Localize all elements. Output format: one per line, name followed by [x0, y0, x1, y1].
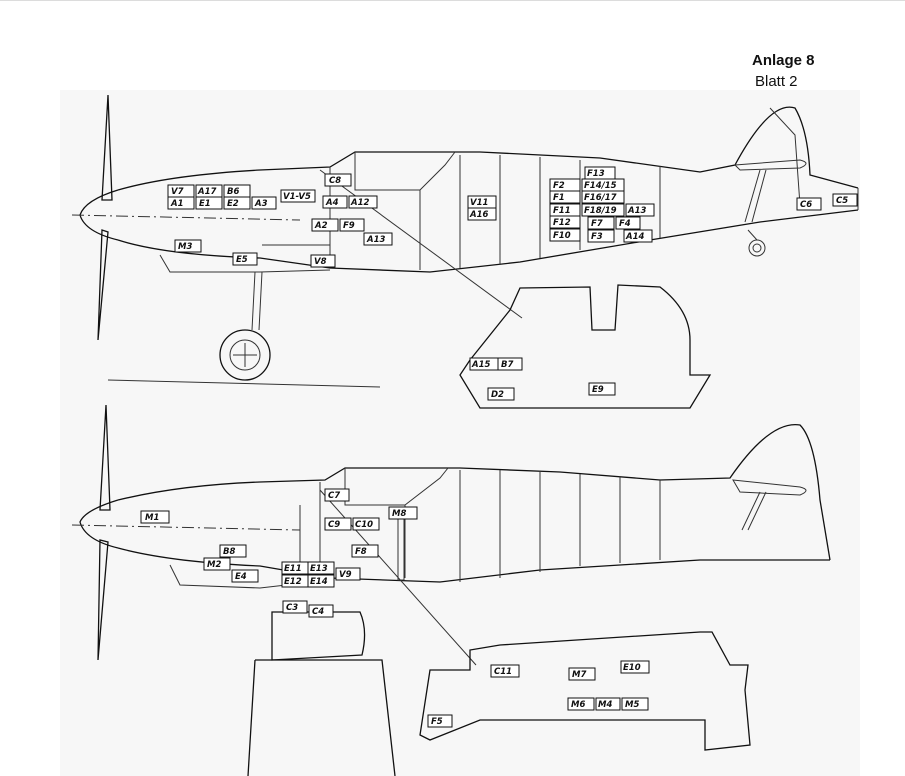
label-f18-19: F18/19	[584, 206, 617, 216]
label-v7: V7	[171, 187, 184, 197]
label-a3: A3	[254, 199, 268, 209]
label-f9: F9	[343, 221, 355, 231]
label-b7: B7	[501, 360, 513, 370]
label-m8: M8	[392, 509, 406, 519]
label-e4: E4	[235, 572, 247, 582]
label-f1: F1	[553, 193, 565, 203]
label-v1-v5: V1-V5	[283, 192, 311, 202]
label-a13-top: A13	[366, 235, 385, 245]
label-m6: M6	[571, 700, 585, 710]
label-c11: C11	[494, 667, 512, 677]
label-c8: C8	[329, 176, 341, 186]
label-f4: F4	[619, 219, 631, 229]
document-subtitle: Blatt 2	[755, 73, 798, 90]
label-m1: M1	[145, 513, 159, 523]
label-a15: A15	[471, 360, 490, 370]
label-a12: A12	[350, 198, 369, 208]
label-c9: C9	[328, 520, 340, 530]
label-e5: E5	[236, 255, 248, 265]
label-m7: M7	[572, 670, 586, 680]
label-e10: E10	[623, 663, 641, 673]
label-f11: F11	[553, 206, 571, 216]
top-aircraft-outline	[71, 94, 859, 409]
label-e2: E2	[227, 199, 239, 209]
label-a16: A16	[469, 210, 488, 220]
label-a2: A2	[314, 221, 328, 231]
label-f8: F8	[355, 547, 367, 557]
label-f13: F13	[587, 169, 605, 179]
label-f16-17: F16/17	[584, 193, 617, 203]
label-a4: A4	[325, 198, 339, 208]
label-m4: M4	[598, 700, 612, 710]
label-c5: C5	[836, 196, 848, 206]
label-f10: F10	[553, 231, 571, 241]
label-e9: E9	[592, 385, 604, 395]
label-c10: C10	[355, 520, 373, 530]
label-c6: C6	[800, 200, 812, 210]
label-a14: A14	[625, 232, 644, 242]
document-title: Anlage 8	[752, 52, 815, 69]
label-v9: V9	[339, 570, 352, 580]
label-b6: B6	[227, 187, 239, 197]
label-v11: V11	[470, 198, 488, 208]
label-e1: E1	[199, 199, 211, 209]
label-e13: E13	[310, 564, 328, 574]
top-view-labels: V7 A17 B6 A1 E1 E2 A3 V1-V5 C8 A4 A12 A2…	[167, 166, 858, 401]
label-e12: E12	[284, 577, 302, 587]
label-a17: A17	[197, 187, 216, 197]
label-f7: F7	[591, 219, 603, 229]
label-f14-15: F14/15	[584, 181, 617, 191]
label-f3: F3	[591, 232, 603, 242]
label-e11: E11	[284, 564, 302, 574]
label-f5: F5	[431, 717, 443, 727]
label-a13-right: A13	[627, 206, 646, 216]
label-d2: D2	[491, 390, 504, 400]
bottom-view-labels: M1 C7 M8 C9 C10 F8 B8 M2 E4 E11 E13 V9 E…	[140, 488, 650, 728]
label-m3: M3	[178, 242, 192, 252]
label-b8: B8	[223, 547, 235, 557]
label-m5: M5	[625, 700, 639, 710]
label-a1: A1	[170, 199, 184, 209]
label-c7: C7	[328, 491, 340, 501]
label-f2: F2	[553, 181, 565, 191]
label-v8: V8	[314, 257, 327, 267]
label-m2: M2	[207, 560, 221, 570]
top-divider	[0, 0, 905, 1]
label-c4: C4	[312, 607, 324, 617]
label-e14: E14	[310, 577, 328, 587]
label-c3: C3	[286, 603, 298, 613]
label-f12: F12	[553, 218, 571, 228]
